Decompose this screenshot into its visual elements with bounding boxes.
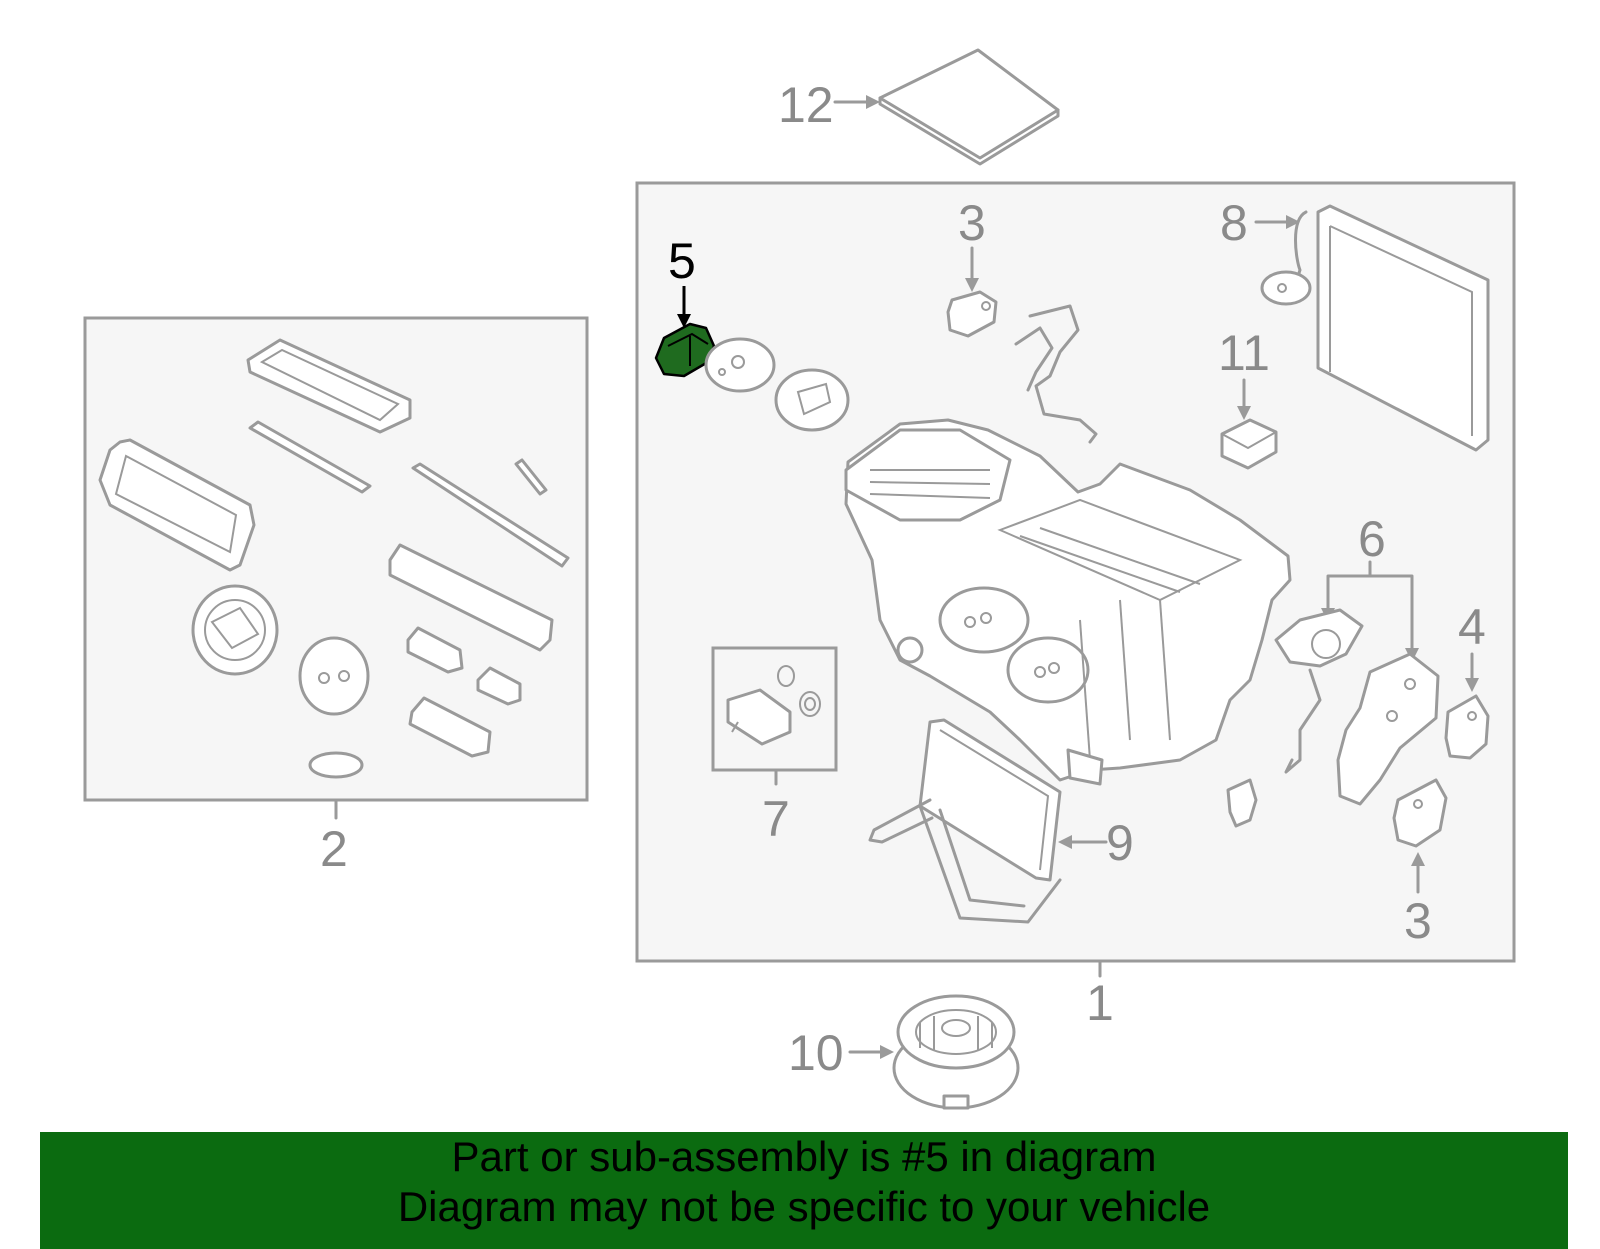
callout-12: 12 [778, 77, 834, 133]
callout-4: 4 [1458, 599, 1486, 655]
callout-3-top: 3 [958, 195, 986, 251]
callout-9: 9 [1106, 815, 1134, 871]
callout-6: 6 [1358, 511, 1386, 567]
part-2-seal-kit[interactable] [98, 338, 570, 779]
callout-3-bottom: 3 [1404, 893, 1432, 949]
callout-8: 8 [1220, 195, 1248, 251]
info-banner: Part or sub-assembly is #5 in diagram Di… [40, 1132, 1568, 1249]
callout-11: 11 [1218, 325, 1270, 381]
banner-line-1: Part or sub-assembly is #5 in diagram [451, 1133, 1157, 1180]
callout-10: 10 [788, 1025, 844, 1081]
callout-5: 5 [668, 233, 696, 289]
part-3-actuator-bottom[interactable] [1392, 778, 1448, 848]
parts-diagram: 12 2 1 5 [83, 48, 1516, 1110]
part-11-resistor[interactable] [1220, 418, 1278, 470]
door-levers [704, 337, 850, 432]
part-4-actuator[interactable] [1444, 694, 1490, 760]
callout-2: 2 [320, 821, 348, 877]
hvac-housing [844, 418, 1292, 786]
linkage-arm [1014, 304, 1098, 444]
callout-1: 1 [1086, 975, 1114, 1031]
part-10-blower-motor[interactable] [892, 994, 1020, 1110]
clip [1226, 778, 1258, 828]
callout-7: 7 [762, 791, 790, 847]
part-12-cabin-filter[interactable] [878, 48, 1060, 166]
part-3-actuator-top[interactable] [946, 290, 998, 338]
part-7-expansion-valve[interactable] [726, 665, 821, 746]
part-9-heater-core[interactable] [868, 718, 1062, 924]
part-6-actuators[interactable] [1274, 608, 1440, 806]
banner-line-2: Diagram may not be specific to your vehi… [397, 1183, 1211, 1230]
part-8-evaporator[interactable] [1260, 204, 1490, 452]
